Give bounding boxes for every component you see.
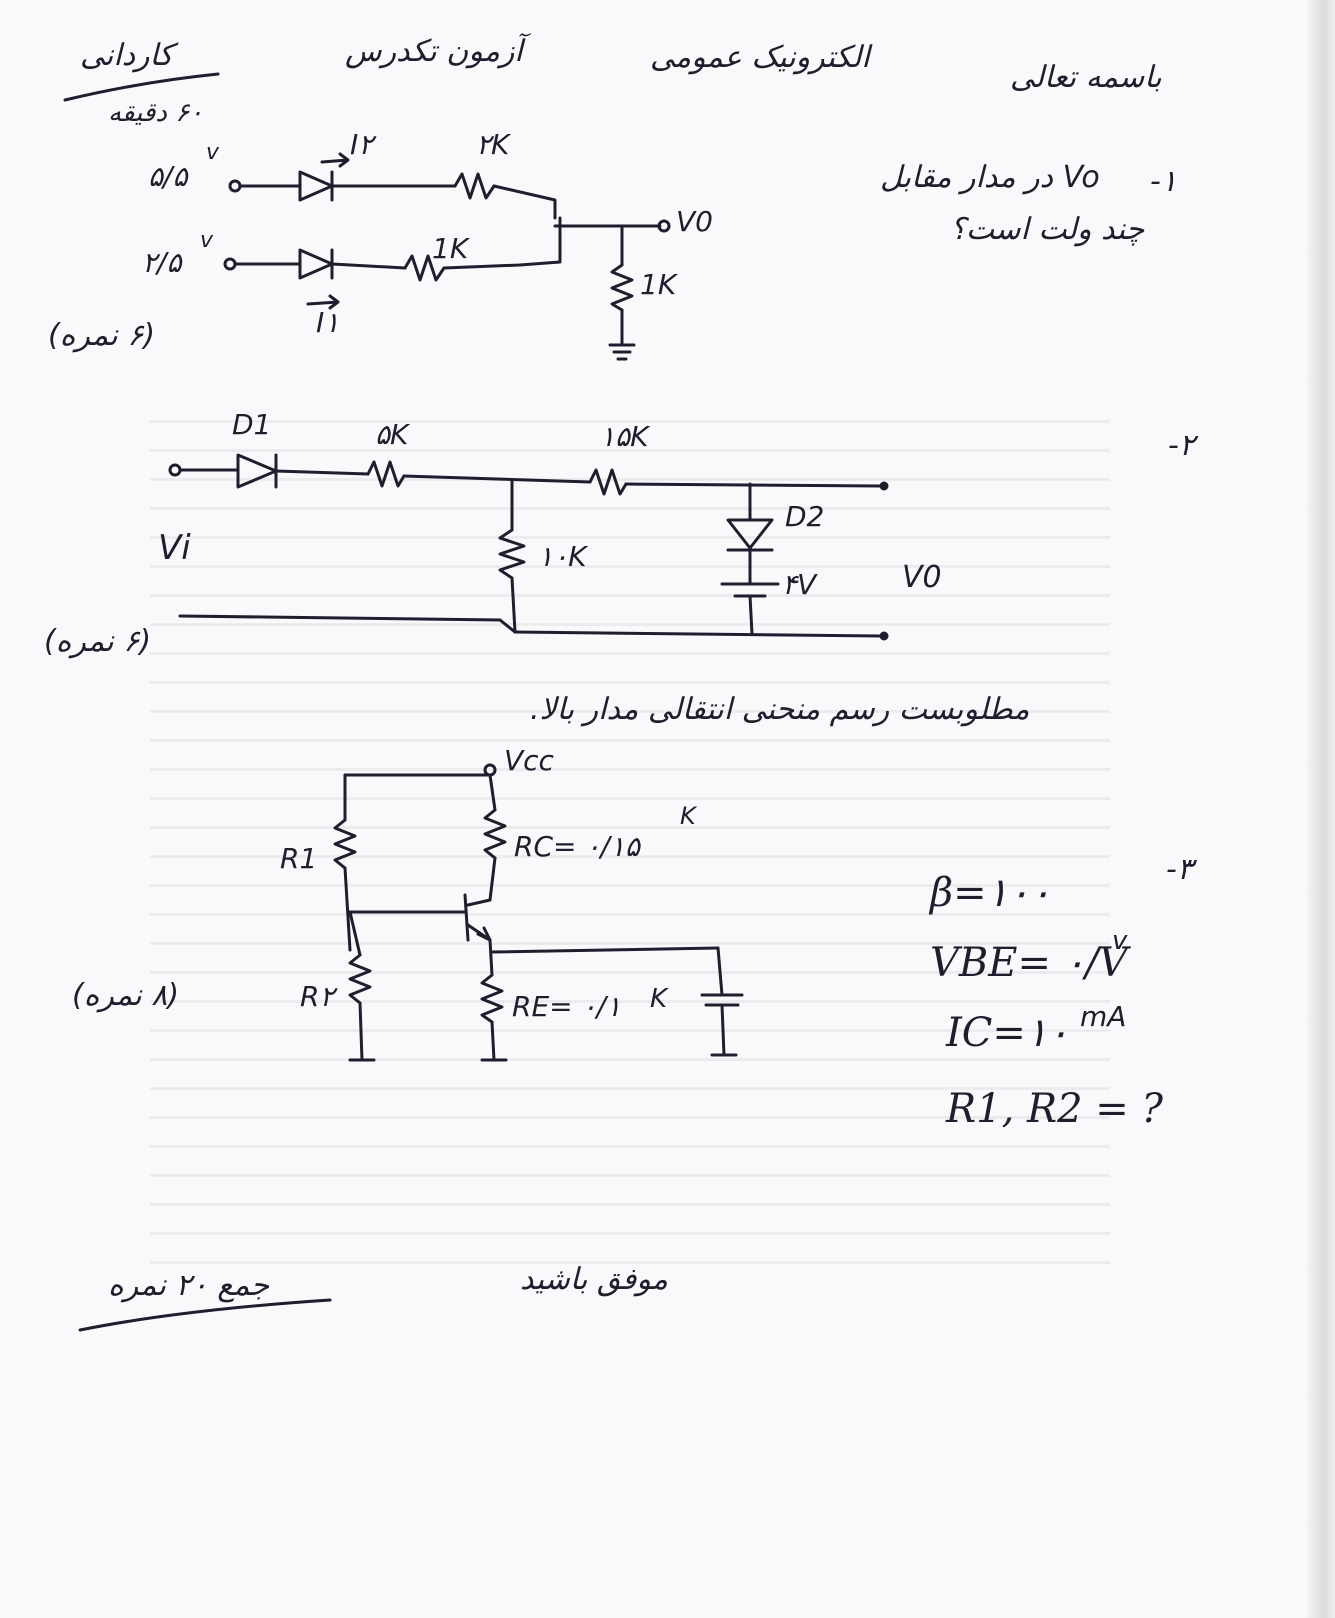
q3-number: -۳	[1166, 852, 1193, 887]
q1-diode-bottom	[298, 248, 334, 280]
q1-arrow-top	[320, 152, 350, 168]
q3-ic-unit: mA	[1080, 1000, 1127, 1033]
q1-text-line2: چند ولت است؟	[950, 212, 1145, 247]
page-edge-shadow	[1307, 0, 1335, 1618]
q3-vbe: VBE= ۰/V	[930, 940, 1128, 986]
q1-resistor-load-label: 1K	[640, 268, 677, 301]
total-score: جمع ۲۰ نمره	[108, 1268, 270, 1303]
q1-number: -۱	[1150, 164, 1177, 199]
q2-task: مطلوبست رسم منحنی انتقالی مدار بالا.	[530, 692, 1030, 727]
q2-r-15k-label: ۱۵K	[600, 420, 649, 453]
q1-current-bottom: I۱	[316, 306, 340, 339]
q3-rc-label: RC= ۰/۱۵	[514, 830, 640, 863]
q2-resistor-10k	[498, 528, 526, 580]
q1-output-label: V0	[676, 205, 713, 238]
q2-resistor-15k	[588, 468, 628, 496]
q2-battery-label: ۴V	[782, 568, 817, 601]
q2-resistor-5k	[366, 460, 406, 488]
closing-wish: موفق باشید	[520, 1262, 668, 1297]
q3-unknowns: R1, R2 = ?	[946, 1086, 1163, 1132]
q1-arrow-bottom	[306, 294, 340, 310]
q1-resistor-bottom-label: 1K	[432, 232, 469, 265]
q3-rc-unit: K	[680, 802, 696, 830]
q2-diode-d2	[726, 518, 774, 552]
q2-r-5k-label: ۵K	[375, 418, 409, 451]
q3-resistor-r1	[333, 818, 357, 870]
q2-diode-d1	[236, 453, 278, 489]
q1-diode-top	[298, 170, 334, 202]
q1-resistor-bottom	[403, 254, 446, 282]
q2-d2-label: D2	[785, 500, 825, 533]
q3-beta: β=۱۰۰	[930, 870, 1052, 916]
q1-circuit	[223, 152, 671, 361]
q1-resistor-top-label: ۲K	[476, 128, 510, 161]
q2-number: -۲	[1168, 428, 1195, 463]
q2-circuit	[168, 453, 889, 641]
q3-resistor-re	[480, 973, 504, 1024]
header-underline	[63, 72, 220, 102]
q3-re-label: RE= ۰/۱	[512, 990, 622, 1023]
q3-transistor-base-bar	[463, 893, 470, 942]
q2-d1-label: D1	[232, 408, 272, 441]
footer-underline	[78, 1298, 332, 1332]
q3-resistor-rc	[483, 808, 507, 860]
q2-battery	[720, 582, 780, 598]
q3-resistor-r2	[348, 953, 372, 1005]
q2-output-terminal-top	[879, 481, 889, 491]
q1-score: (۶ نمره)	[48, 318, 156, 353]
course-title: الکترونیک عمومی	[650, 40, 870, 75]
q2-input-label: Vi	[158, 528, 191, 568]
q2-output-terminal-bottom	[879, 631, 889, 641]
q1-source-top: ۵/۵	[148, 160, 188, 193]
q1-resistor-load	[610, 263, 634, 312]
exam-time: ۶۰ دقیقه	[108, 98, 204, 128]
exam-type: آزمون تکدرس	[345, 34, 523, 69]
q3-vbe-unit: v	[1112, 926, 1128, 956]
q2-output-label: V0	[902, 560, 942, 595]
major-label: کاردانی	[80, 38, 173, 73]
q3-ic: IC=۱۰	[946, 1010, 1069, 1056]
q2-r-10k-label: ۱۰K	[538, 540, 587, 573]
q1-source-bottom-unit: v	[200, 228, 214, 253]
q1-source-bottom: ۲/۵	[142, 246, 182, 279]
q1-resistor-top	[453, 172, 496, 200]
q1-ground	[608, 343, 636, 361]
q2-score: (۶ نمره)	[44, 624, 152, 659]
q3-r1-label: R1	[280, 842, 318, 875]
q1-text-line1: Vo در مدار مقابل	[880, 160, 1100, 195]
basmala: باسمه تعالی	[1010, 60, 1162, 95]
q1-output-terminal	[657, 219, 671, 233]
q3-re-unit: K	[650, 984, 668, 1014]
q3-circuit	[333, 763, 744, 1062]
q3-score: (۸ نمره)	[72, 978, 180, 1013]
q3-r2-label: R۲	[300, 980, 335, 1013]
q3-vcc-label: Vcc	[504, 744, 554, 777]
q1-current-top: I۲	[350, 128, 374, 161]
q1-source-top-unit: v	[206, 140, 220, 165]
q3-emitter-arrow	[476, 926, 492, 942]
